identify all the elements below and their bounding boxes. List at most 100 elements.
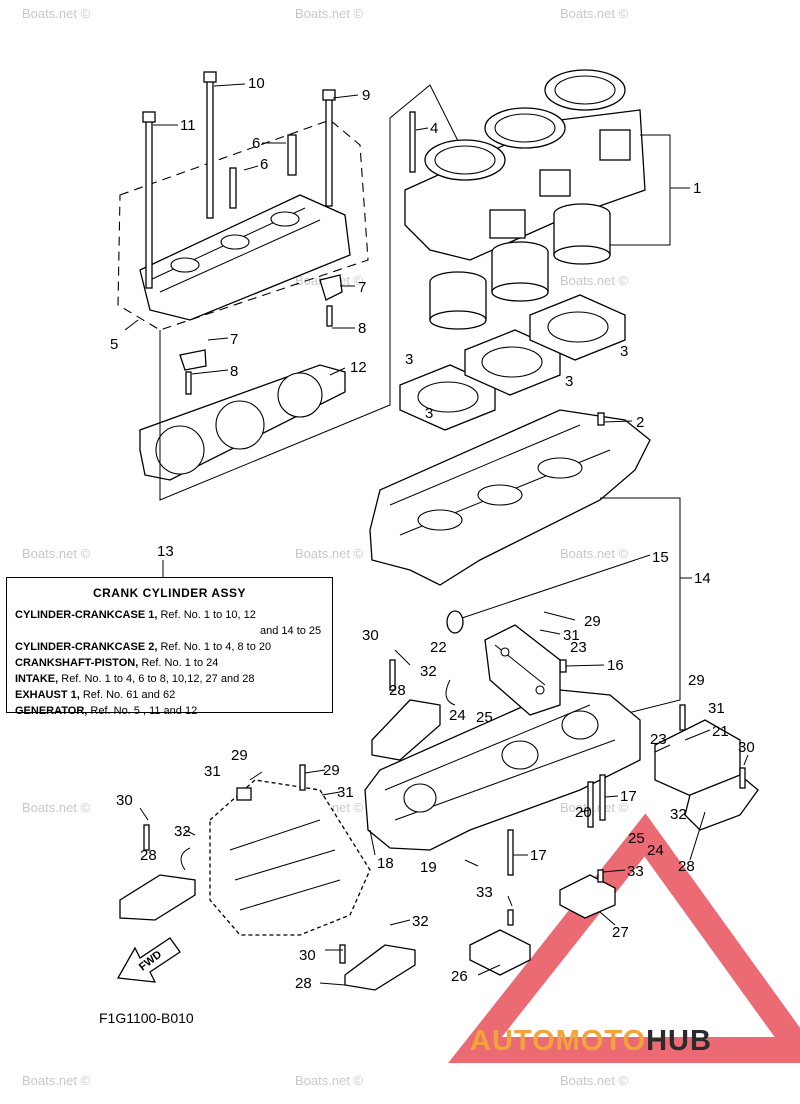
logo-triangle: [448, 813, 800, 1063]
cylinder-head-group: [117, 71, 471, 501]
engine-mount-22: [484, 624, 561, 716]
piston: [553, 203, 611, 265]
callout-3: 3: [565, 373, 573, 390]
base-gaskets-group: [399, 294, 626, 431]
callout-28: 28: [678, 858, 695, 875]
note-refs: Ref. No. 1 to 4, 8 to 20: [160, 641, 272, 653]
cylinder-block-group: [404, 69, 690, 261]
callout-8: 8: [358, 320, 366, 337]
rubber-pads: [469, 869, 616, 976]
note-refs: Ref. No. 1 to 4, 6 to 8, 10,12, 27 and 2…: [61, 673, 255, 685]
pistons-group: [429, 203, 611, 330]
pad-26: [469, 929, 531, 976]
note-line: INTAKE, Ref. No. 1 to 4, 6 to 8, 10,12, …: [15, 671, 324, 687]
callout-15: 15: [652, 549, 669, 566]
callout-16: 16: [607, 657, 624, 674]
note-title: CRANK CYLINDER ASSY: [92, 586, 247, 600]
callout-23: 23: [570, 639, 587, 656]
oil-seal: [446, 554, 651, 634]
callout-32: 32: [412, 913, 429, 930]
callout-25: 25: [476, 709, 493, 726]
callout-12: 12: [350, 359, 367, 376]
bracket-7: [179, 349, 207, 371]
callout-30: 30: [362, 627, 379, 644]
bracket-7: [319, 274, 343, 301]
callout-32: 32: [174, 823, 191, 840]
callout-5: 5: [110, 336, 118, 353]
head-dashed-outline: [117, 119, 369, 331]
assembly-reference-note: CRANK CYLINDER ASSY CYLINDER-CRANKCASE 1…: [6, 577, 333, 717]
leader-lines: [124, 83, 749, 986]
note-line: EXHAUST 1, Ref. No. 61 and 62: [15, 687, 324, 703]
callout-3: 3: [620, 343, 628, 360]
note-label: GENERATOR,: [15, 705, 88, 717]
note-refs: and 14 to 25: [260, 625, 322, 637]
callout-24: 24: [449, 707, 466, 724]
watermark: Boats.net ©: [22, 800, 91, 815]
head-bolts: [142, 71, 336, 289]
callout-18: 18: [377, 855, 394, 872]
piston: [429, 271, 487, 330]
note-line: CYLINDER-CRANKCASE 1, Ref. No. 1 to 10, …: [15, 607, 324, 623]
callout-6: 6: [260, 156, 268, 173]
note-refs: Ref. No. 5 , 11 and 12: [90, 705, 198, 717]
watermark: Boats.net ©: [560, 1073, 629, 1088]
callout-29: 29: [688, 672, 705, 689]
watermark: Boats.net ©: [560, 546, 629, 561]
callout-17: 17: [620, 788, 637, 805]
watermark: Boats.net ©: [295, 6, 364, 21]
callout-33: 33: [627, 863, 644, 880]
callout-29: 29: [231, 747, 248, 764]
crankcase-lower-group: [364, 659, 641, 876]
note-label: EXHAUST 1,: [15, 689, 80, 701]
watermark: Boats.net ©: [560, 273, 629, 288]
callout-28: 28: [140, 847, 157, 864]
engine-mount-left: [119, 824, 196, 921]
callout-10: 10: [248, 75, 265, 92]
callout-26: 26: [451, 968, 468, 985]
note-line: CYLINDER-CRANKCASE 2, Ref. No. 1 to 4, 8…: [15, 639, 324, 655]
callout-21: 21: [712, 723, 729, 740]
callout-27: 27: [612, 924, 629, 941]
engine-mount-28: [371, 659, 456, 761]
logo-part-1: AUTOMOTO: [470, 1025, 647, 1057]
note-label: CYLINDER-CRANKCASE 2,: [15, 641, 158, 653]
callout-17: 17: [530, 847, 547, 864]
logo-part-2: HUB: [646, 1025, 712, 1057]
diagram-code: F1G1100-B010: [99, 1010, 194, 1026]
note-label: INTAKE,: [15, 673, 59, 685]
note-line: GENERATOR, Ref. No. 5 , 11 and 12: [15, 703, 324, 719]
callout-31: 31: [563, 627, 580, 644]
callout-32: 32: [420, 663, 437, 680]
callout-23: 23: [650, 731, 667, 748]
callout-2: 2: [636, 414, 644, 431]
piston: [491, 241, 549, 302]
engine-mount-bottom: [339, 944, 416, 991]
callout-9: 9: [362, 87, 370, 104]
callout-29: 29: [584, 613, 601, 630]
note-refs: Ref. No. 1 to 10, 12: [160, 609, 256, 621]
brand-logo: AUTOMOTOHUB: [470, 1025, 712, 1058]
watermark: Boats.net ©: [295, 546, 364, 561]
crankcase-bolt: [587, 781, 594, 828]
callout-6: 6: [252, 135, 260, 152]
note-label: CRANKSHAFT-PISTON,: [15, 657, 139, 669]
callout-8: 8: [230, 363, 238, 380]
crankcase-bolt: [599, 774, 606, 821]
callout-30: 30: [738, 739, 755, 756]
watermark: Boats.net ©: [295, 1073, 364, 1088]
callout-31: 31: [337, 784, 354, 801]
callout-20: 20: [575, 804, 592, 821]
callout-32: 32: [670, 806, 687, 823]
note-line: CRANKSHAFT-PISTON, Ref. No. 1 to 24: [15, 655, 324, 671]
watermark: Boats.net ©: [22, 6, 91, 21]
callout-11: 11: [180, 117, 196, 134]
note-refs: Ref. No. 61 and 62: [82, 689, 176, 701]
watermark: Boats.net ©: [560, 800, 629, 815]
callout-31: 31: [204, 763, 221, 780]
watermark: Boats.net ©: [22, 1073, 91, 1088]
pad-27: [559, 874, 616, 919]
watermark: Boats.net ©: [560, 6, 629, 21]
callout-7: 7: [358, 279, 366, 296]
